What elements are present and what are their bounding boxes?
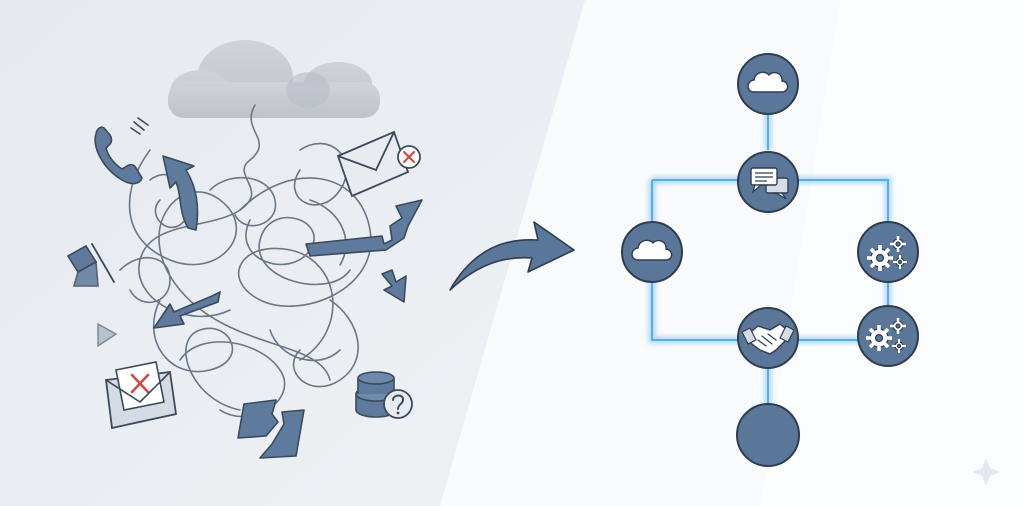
gears-icon	[867, 236, 907, 271]
pencil-icon	[66, 243, 115, 287]
jagged-arrow-icon	[305, 199, 423, 257]
node-center-lower-handshake	[737, 307, 799, 369]
storm-cloud-icon	[168, 40, 380, 118]
cloud-icon	[747, 71, 789, 93]
node-right-upper-gears	[857, 221, 919, 283]
phone-icon	[94, 117, 149, 185]
node-hub-chat	[737, 151, 799, 213]
chat-bubbles-icon	[750, 167, 789, 200]
gears-icon	[866, 318, 906, 353]
handshake-icon	[741, 323, 795, 355]
node-top-cloud	[737, 53, 799, 115]
coin-stack-question-icon	[355, 371, 413, 419]
play-triangle-icon	[97, 322, 118, 348]
left-arrow-icon	[153, 291, 221, 329]
node-left-cloud	[621, 221, 683, 283]
bent-arrow-icon	[162, 155, 199, 231]
down-arrow-icon	[381, 269, 407, 303]
cloud-icon	[631, 239, 673, 261]
node-bottom-blank	[736, 403, 800, 467]
rejected-letter-icon	[104, 361, 178, 430]
curved-arrow-right-icon	[449, 221, 575, 291]
sparkle-icon	[972, 458, 1000, 486]
mail-error-icon	[336, 130, 421, 198]
broken-card-icon	[237, 399, 305, 459]
node-right-lower-gears	[857, 305, 919, 367]
